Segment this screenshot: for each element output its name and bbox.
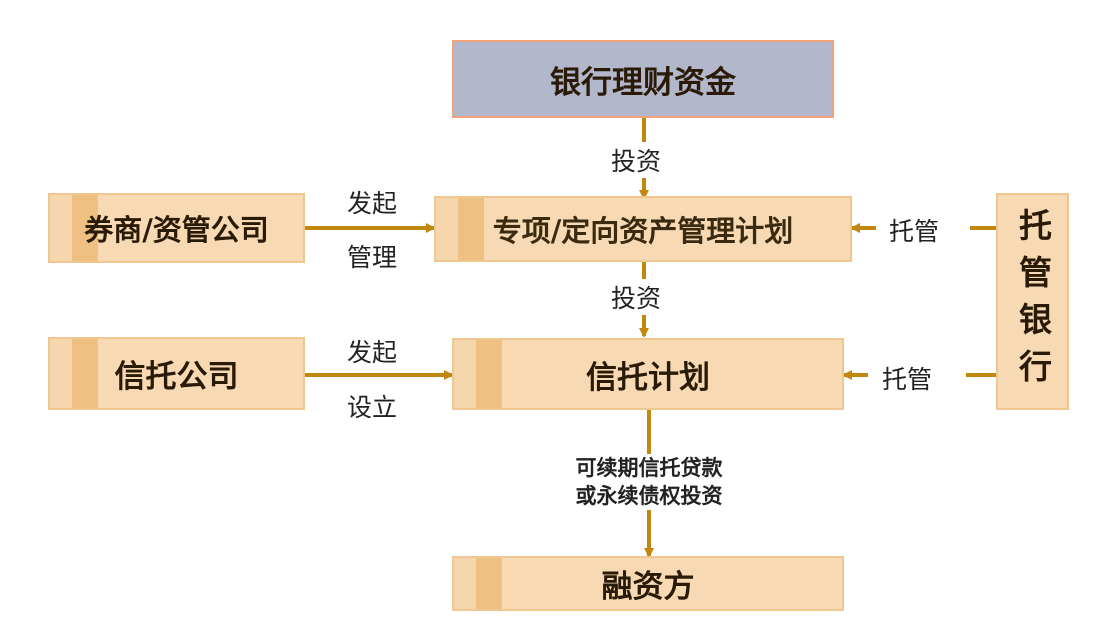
custody-label-2: 托管 [882, 365, 933, 394]
trust-company-label: 信托公司 [114, 359, 239, 395]
invest-label-2: 投资 [611, 279, 662, 315]
financing-party-box: 融资方 [452, 556, 844, 611]
manage-label: 管理 [347, 243, 398, 272]
loan-label-line1: 可续期信托贷款 [575, 456, 723, 480]
bank-funds-box: 银行理财资金 [452, 40, 834, 118]
trust-plan-box: 信托计划 [452, 338, 844, 410]
bank-funds-label: 银行理财资金 [550, 64, 736, 101]
custodian-bank-label: 托管银行 [1013, 207, 1053, 396]
loan-label-line2: 或永续债权投资 [575, 484, 723, 508]
financing-party-label: 融资方 [601, 569, 695, 605]
asset-plan-label: 专项/定向资产管理计划 [492, 214, 794, 248]
initiate-label-1: 发起 [347, 189, 398, 218]
custodian-bank-box: 托管银行 [996, 193, 1069, 410]
custody-label-1: 托管 [889, 217, 940, 246]
asset-plan-box: 专项/定向资产管理计划 [434, 196, 852, 262]
securities-label: 券商/资管公司 [84, 213, 269, 247]
establish-label: 设立 [347, 393, 398, 422]
trust-company-box: 信托公司 [48, 337, 305, 410]
securities-box: 券商/资管公司 [48, 193, 305, 263]
loan-label: 可续期信托贷款 或永续债权投资 [559, 454, 739, 510]
trust-plan-label: 信托计划 [586, 359, 710, 396]
initiate-label-2: 发起 [347, 338, 398, 367]
invest-label-1: 投资 [611, 142, 662, 178]
